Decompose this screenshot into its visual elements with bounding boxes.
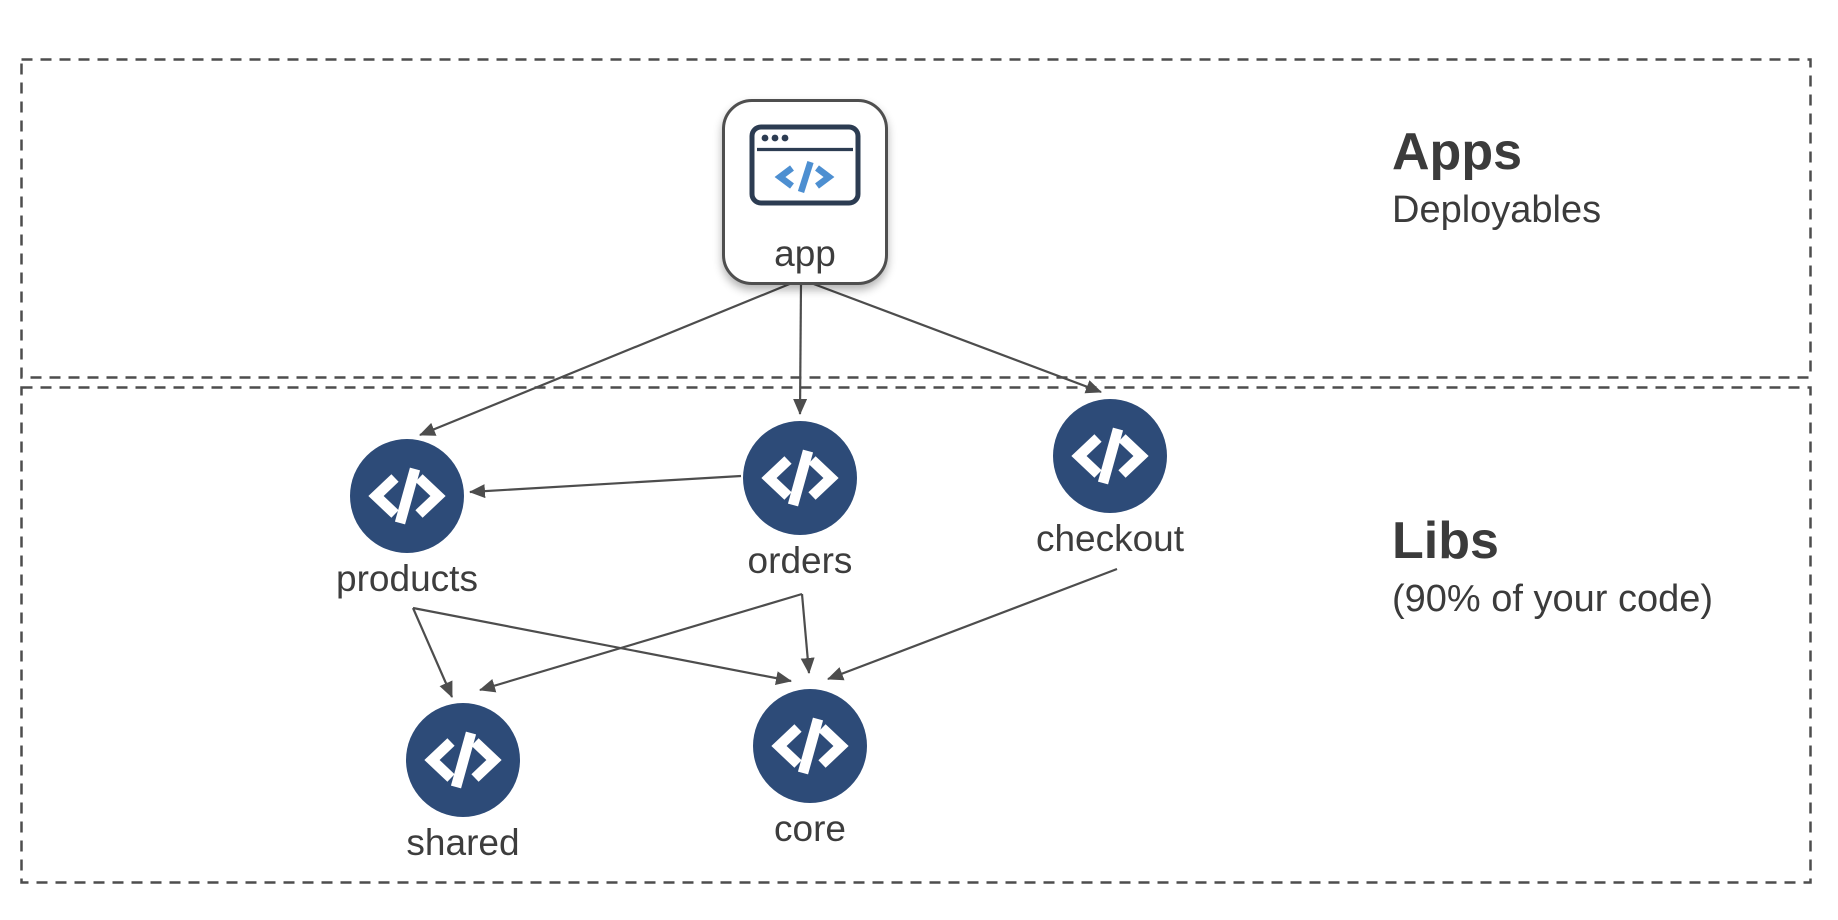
- edge-app-checkout: [810, 281, 1102, 394]
- apps-section-subtitle: Deployables: [1392, 189, 1602, 232]
- apps-section-label: Apps Deployables: [1392, 123, 1602, 233]
- node-checkout-label: checkout: [1035, 518, 1185, 559]
- edge-orders-shared: [479, 592, 803, 693]
- libs-section-subtitle: (90% of your code): [1392, 578, 1714, 621]
- code-icon: [1053, 399, 1167, 513]
- libs-section-box: [20, 386, 1812, 884]
- edge-app-orders: [793, 282, 808, 415]
- node-products: products: [307, 439, 507, 601]
- code-glyph: [761, 449, 839, 507]
- node-orders-label: orders: [747, 540, 853, 581]
- edge-checkout-core: [827, 567, 1118, 681]
- edge-orders-products: [469, 474, 742, 499]
- node-app: app: [722, 99, 888, 285]
- code-glyph: [771, 717, 849, 775]
- code-icon: [743, 421, 857, 535]
- node-app-label: app: [774, 233, 836, 274]
- browser-window-icon: [749, 124, 861, 206]
- edge-app-products: [419, 281, 793, 437]
- node-products-label: products: [336, 558, 478, 599]
- node-shared-label: shared: [406, 822, 520, 863]
- edge-products-core: [412, 606, 792, 686]
- node-core: core: [710, 689, 910, 851]
- code-glyph: [368, 467, 446, 525]
- edge-orders-core: [800, 593, 815, 674]
- node-core-label: core: [774, 808, 846, 849]
- node-shared: shared: [363, 703, 563, 865]
- code-icon: [350, 439, 464, 553]
- apps-section-box: [20, 58, 1812, 379]
- node-checkout: checkout: [1010, 399, 1210, 561]
- code-glyph: [1071, 427, 1149, 485]
- edge-products-shared: [411, 607, 454, 698]
- libs-section-title: Libs: [1392, 512, 1499, 570]
- code-icon: [753, 689, 867, 803]
- apps-section-title: Apps: [1392, 123, 1522, 181]
- code-glyph: [424, 731, 502, 789]
- libs-section-label: Libs (90% of your code): [1392, 512, 1714, 622]
- node-orders: orders: [700, 421, 900, 583]
- code-icon: [406, 703, 520, 817]
